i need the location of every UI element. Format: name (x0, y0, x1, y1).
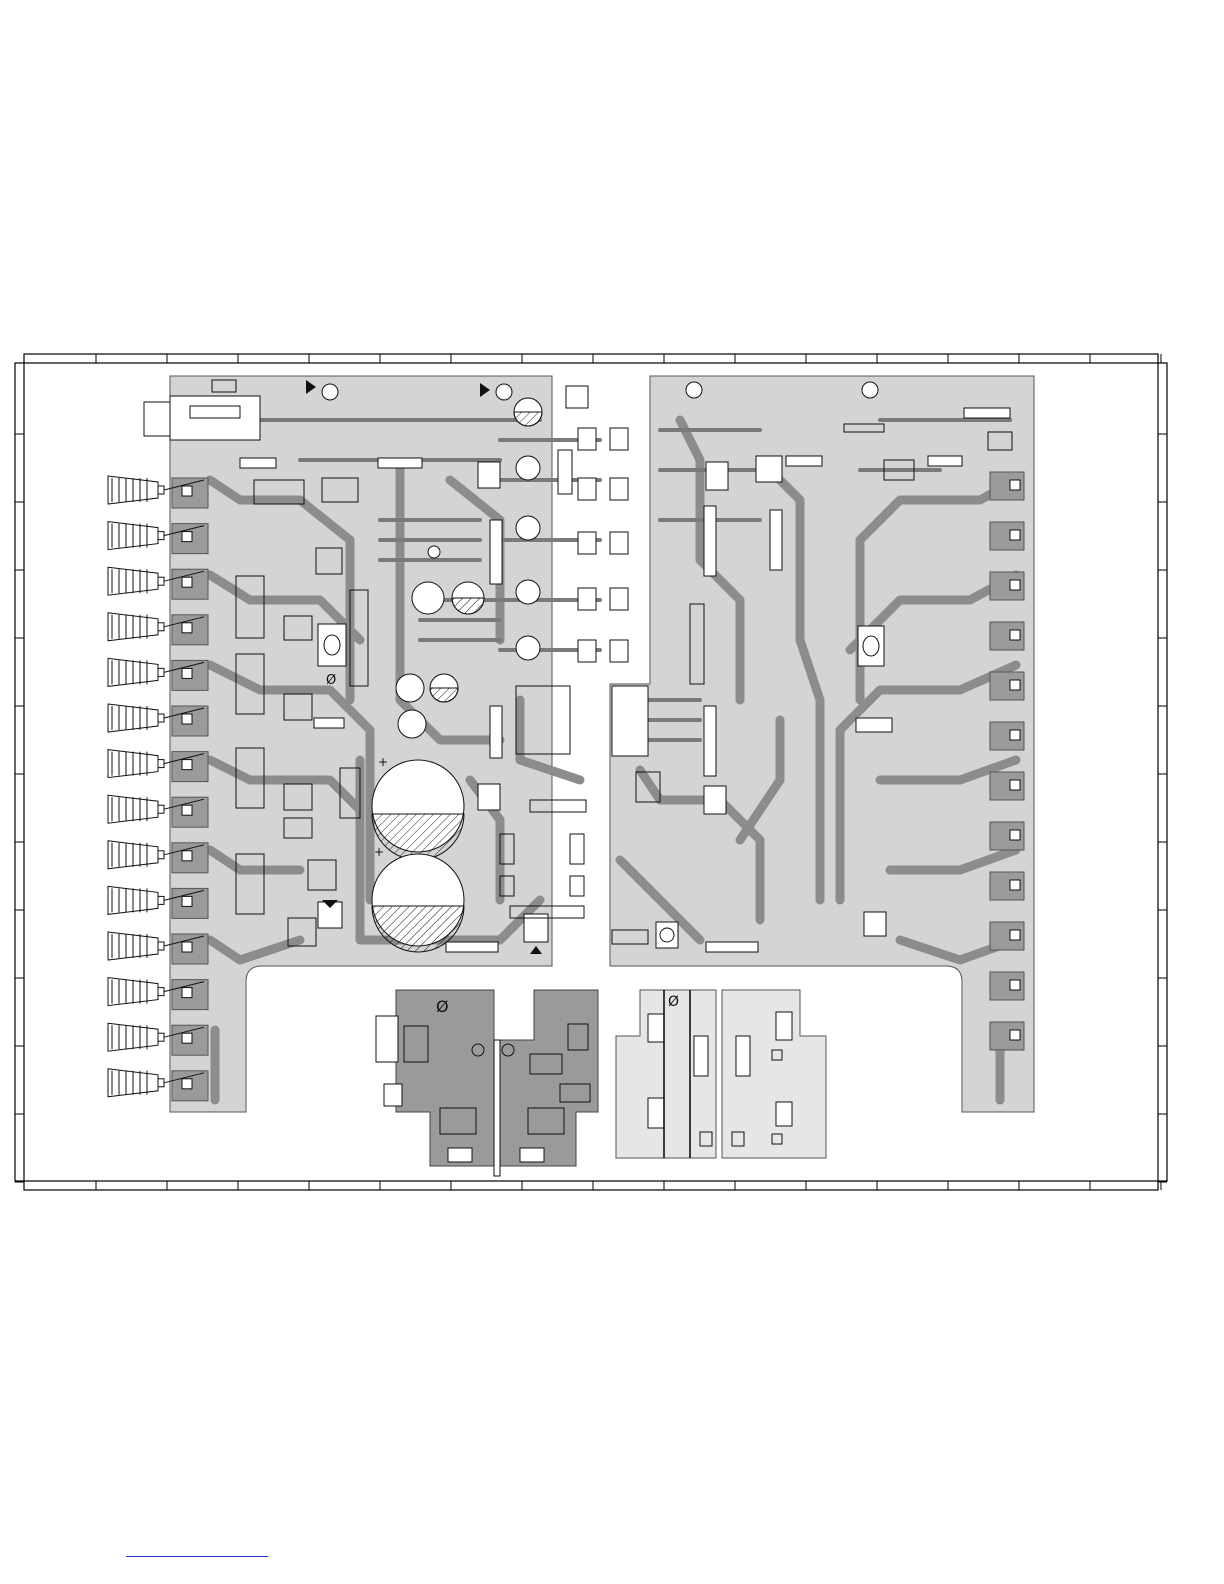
rca-jack (108, 658, 208, 690)
rca-jack (108, 750, 208, 782)
terminal-pad (990, 1022, 1024, 1050)
terminal-pad (990, 722, 1024, 750)
terminal-pad (990, 972, 1024, 1000)
interboard-connectors (558, 386, 628, 662)
terminal-pad (990, 772, 1024, 800)
null-symbol: Ø (668, 994, 679, 1010)
main-board-left (144, 376, 600, 1112)
terminal-pad (990, 822, 1024, 850)
sub-board-bottom-right: Ø (616, 990, 826, 1158)
rca-jack (108, 1069, 208, 1101)
polarity-plus: + (378, 755, 388, 769)
rca-jack (108, 886, 208, 918)
terminal-pad (990, 622, 1024, 650)
rca-jack (108, 613, 208, 645)
rca-jack (108, 1023, 208, 1055)
rca-jack (108, 795, 208, 827)
rca-jack (108, 932, 208, 964)
null-symbol: Ø (436, 997, 449, 1016)
null-symbol: Ø (326, 673, 336, 688)
rca-jack (108, 522, 208, 554)
rca-jack (108, 704, 208, 736)
polarity-plus: + (374, 845, 384, 859)
rca-jack (108, 567, 208, 599)
terminal-pad (990, 872, 1024, 900)
terminal-pad (990, 522, 1024, 550)
terminal-pad (990, 922, 1024, 950)
terminal-pad (990, 672, 1024, 700)
rca-jack (108, 841, 208, 873)
footer-link-underline[interactable] (126, 1556, 268, 1557)
terminal-pad (990, 472, 1024, 500)
rca-jack (108, 978, 208, 1010)
rca-jack (108, 476, 208, 508)
sub-board-bottom-left: Ø (376, 990, 598, 1176)
terminal-pad (990, 572, 1024, 600)
